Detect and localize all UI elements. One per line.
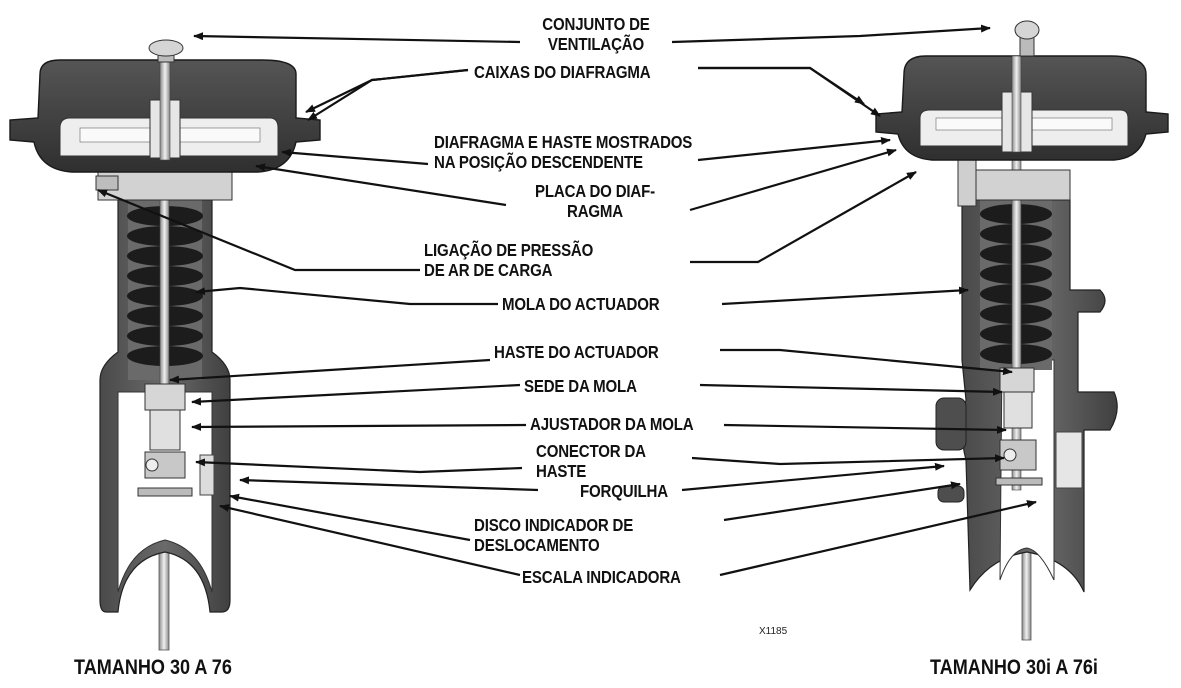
label-diaphragm-plate: PLACA DO DIAF-RAGMA xyxy=(535,181,655,221)
label-yoke: FORQUILHA xyxy=(580,481,668,501)
stem-connector-left xyxy=(144,451,186,479)
leader-lines xyxy=(97,24,1037,577)
vent-left xyxy=(148,39,184,63)
caption-right: TAMANHO 30i A 76i xyxy=(930,656,1098,679)
spring-adjustor-left xyxy=(149,409,181,451)
indicator-scale-left xyxy=(199,454,215,496)
indicator-scale-right xyxy=(1055,431,1083,489)
label-spring-adjustor: AJUSTADOR DA MOLA xyxy=(530,414,694,434)
label-diaphragm-casings: CAIXAS DO DIAFRAGMA xyxy=(474,62,651,82)
label-actuator-spring: MOLA DO ACTUADOR xyxy=(502,294,660,314)
spring-adjustor-right xyxy=(1003,391,1033,429)
spring-seat-left xyxy=(144,383,186,411)
vent-right xyxy=(1014,20,1040,57)
travel-disk-left xyxy=(137,487,193,497)
actuator-right xyxy=(875,20,1169,641)
travel-disk-right xyxy=(995,477,1043,486)
caption-left: TAMANHO 30 A 76 xyxy=(74,656,232,679)
label-actuator-stem: HASTE DO ACTUADOR xyxy=(494,342,659,362)
actuator-left xyxy=(9,39,321,651)
label-spring-seat: SEDE DA MOLA xyxy=(524,376,637,396)
figure-reference: X1185 xyxy=(759,626,788,637)
label-indicator-scale: ESCALA INDICADORA xyxy=(522,567,681,587)
